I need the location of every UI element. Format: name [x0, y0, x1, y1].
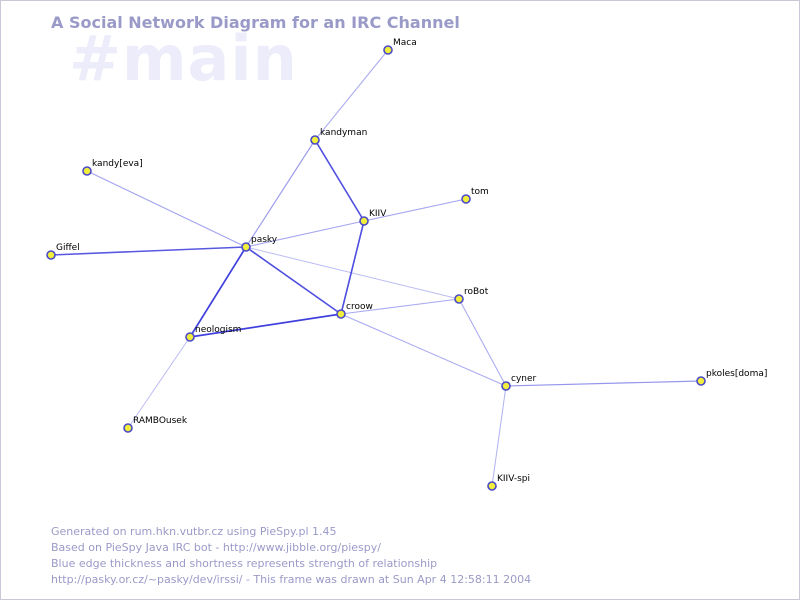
- node-kiiv: KIIV: [359, 209, 387, 226]
- node-kandy-eva: kandy[eva]: [82, 159, 143, 176]
- node-label: KIIV-spi: [497, 474, 530, 484]
- diagram-title: A Social Network Diagram for an IRC Chan…: [51, 13, 460, 32]
- edge-croow-robot: [340, 298, 460, 315]
- node-kandyman: kandyman: [310, 128, 367, 145]
- edge-cyner-kiiv-spi: [491, 385, 507, 487]
- edge-kandyman-pasky: [245, 139, 316, 248]
- edge-layer: [50, 49, 702, 487]
- node-dot: [696, 376, 706, 386]
- node-label: roBot: [464, 287, 489, 297]
- node-label: tom: [471, 187, 489, 197]
- node-dot: [82, 166, 92, 176]
- node-label: RAMBOusek: [133, 416, 188, 426]
- node-label: neologism: [195, 325, 241, 335]
- footer-timestamp-line: http://pasky.or.cz/~pasky/dev/irssi/ - T…: [51, 573, 532, 586]
- edge-cyner-pkoles-doma: [505, 380, 702, 387]
- node-dot: [501, 381, 511, 391]
- node-croow: croow: [336, 302, 373, 319]
- edge-giffel-pasky: [50, 246, 247, 256]
- node-label: cyner: [511, 374, 537, 384]
- node-tom: tom: [461, 187, 489, 204]
- edge-neologism-croow: [189, 313, 342, 338]
- node-dot: [487, 481, 497, 491]
- node-label: Maca: [393, 38, 417, 48]
- node-label: Giffel: [56, 243, 80, 253]
- node-dot: [241, 242, 251, 252]
- node-dot: [185, 332, 195, 342]
- channel-watermark: #main: [69, 22, 298, 95]
- node-pkoles-doma: pkoles[doma]: [696, 369, 767, 386]
- edge-kiiv-croow: [340, 220, 365, 315]
- node-label: pasky: [251, 235, 278, 245]
- node-label: KIIV: [369, 209, 387, 219]
- node-kiiv-spi: KIIV-spi: [487, 474, 530, 491]
- node-dot: [454, 294, 464, 304]
- node-dot: [123, 423, 133, 433]
- footer-generated-line: Generated on rum.hkn.vutbr.cz using PieS…: [51, 525, 337, 538]
- node-neologism: neologism: [185, 325, 241, 342]
- edge-neologism-rambousek: [127, 336, 191, 429]
- edge-kiiv-pasky: [245, 220, 365, 248]
- edge-tom-kiiv: [363, 198, 467, 222]
- edge-croow-cyner: [340, 313, 507, 387]
- node-label: croow: [346, 302, 373, 312]
- edge-pasky-croow: [245, 246, 342, 315]
- node-dot: [383, 45, 393, 55]
- node-dot: [461, 194, 471, 204]
- footer: Generated on rum.hkn.vutbr.cz using PieS…: [51, 524, 531, 588]
- node-label: kandy[eva]: [92, 159, 143, 169]
- edge-pasky-robot: [245, 246, 460, 300]
- node-dot: [359, 216, 369, 226]
- node-cyner: cyner: [501, 374, 537, 391]
- edge-pasky-neologism: [189, 246, 247, 338]
- node-giffel: Giffel: [46, 243, 80, 260]
- edge-robot-cyner: [458, 298, 507, 387]
- node-maca: Maca: [383, 38, 417, 55]
- edge-kandyman-kiiv: [314, 139, 365, 222]
- node-label: kandyman: [320, 128, 367, 138]
- node-dot: [336, 309, 346, 319]
- edge-maca-kandyman: [314, 49, 389, 141]
- node-dot: [46, 250, 56, 260]
- node-rambousek: RAMBOusek: [123, 416, 188, 433]
- node-dot: [310, 135, 320, 145]
- node-robot: roBot: [454, 287, 489, 304]
- edge-kandy-eva-pasky: [86, 170, 247, 248]
- footer-legend-line: Blue edge thickness and shortness repres…: [51, 557, 438, 570]
- node-pasky: pasky: [241, 235, 278, 252]
- node-label: pkoles[doma]: [706, 369, 767, 379]
- footer-based-on-line: Based on PieSpy Java IRC bot - http://ww…: [51, 541, 381, 554]
